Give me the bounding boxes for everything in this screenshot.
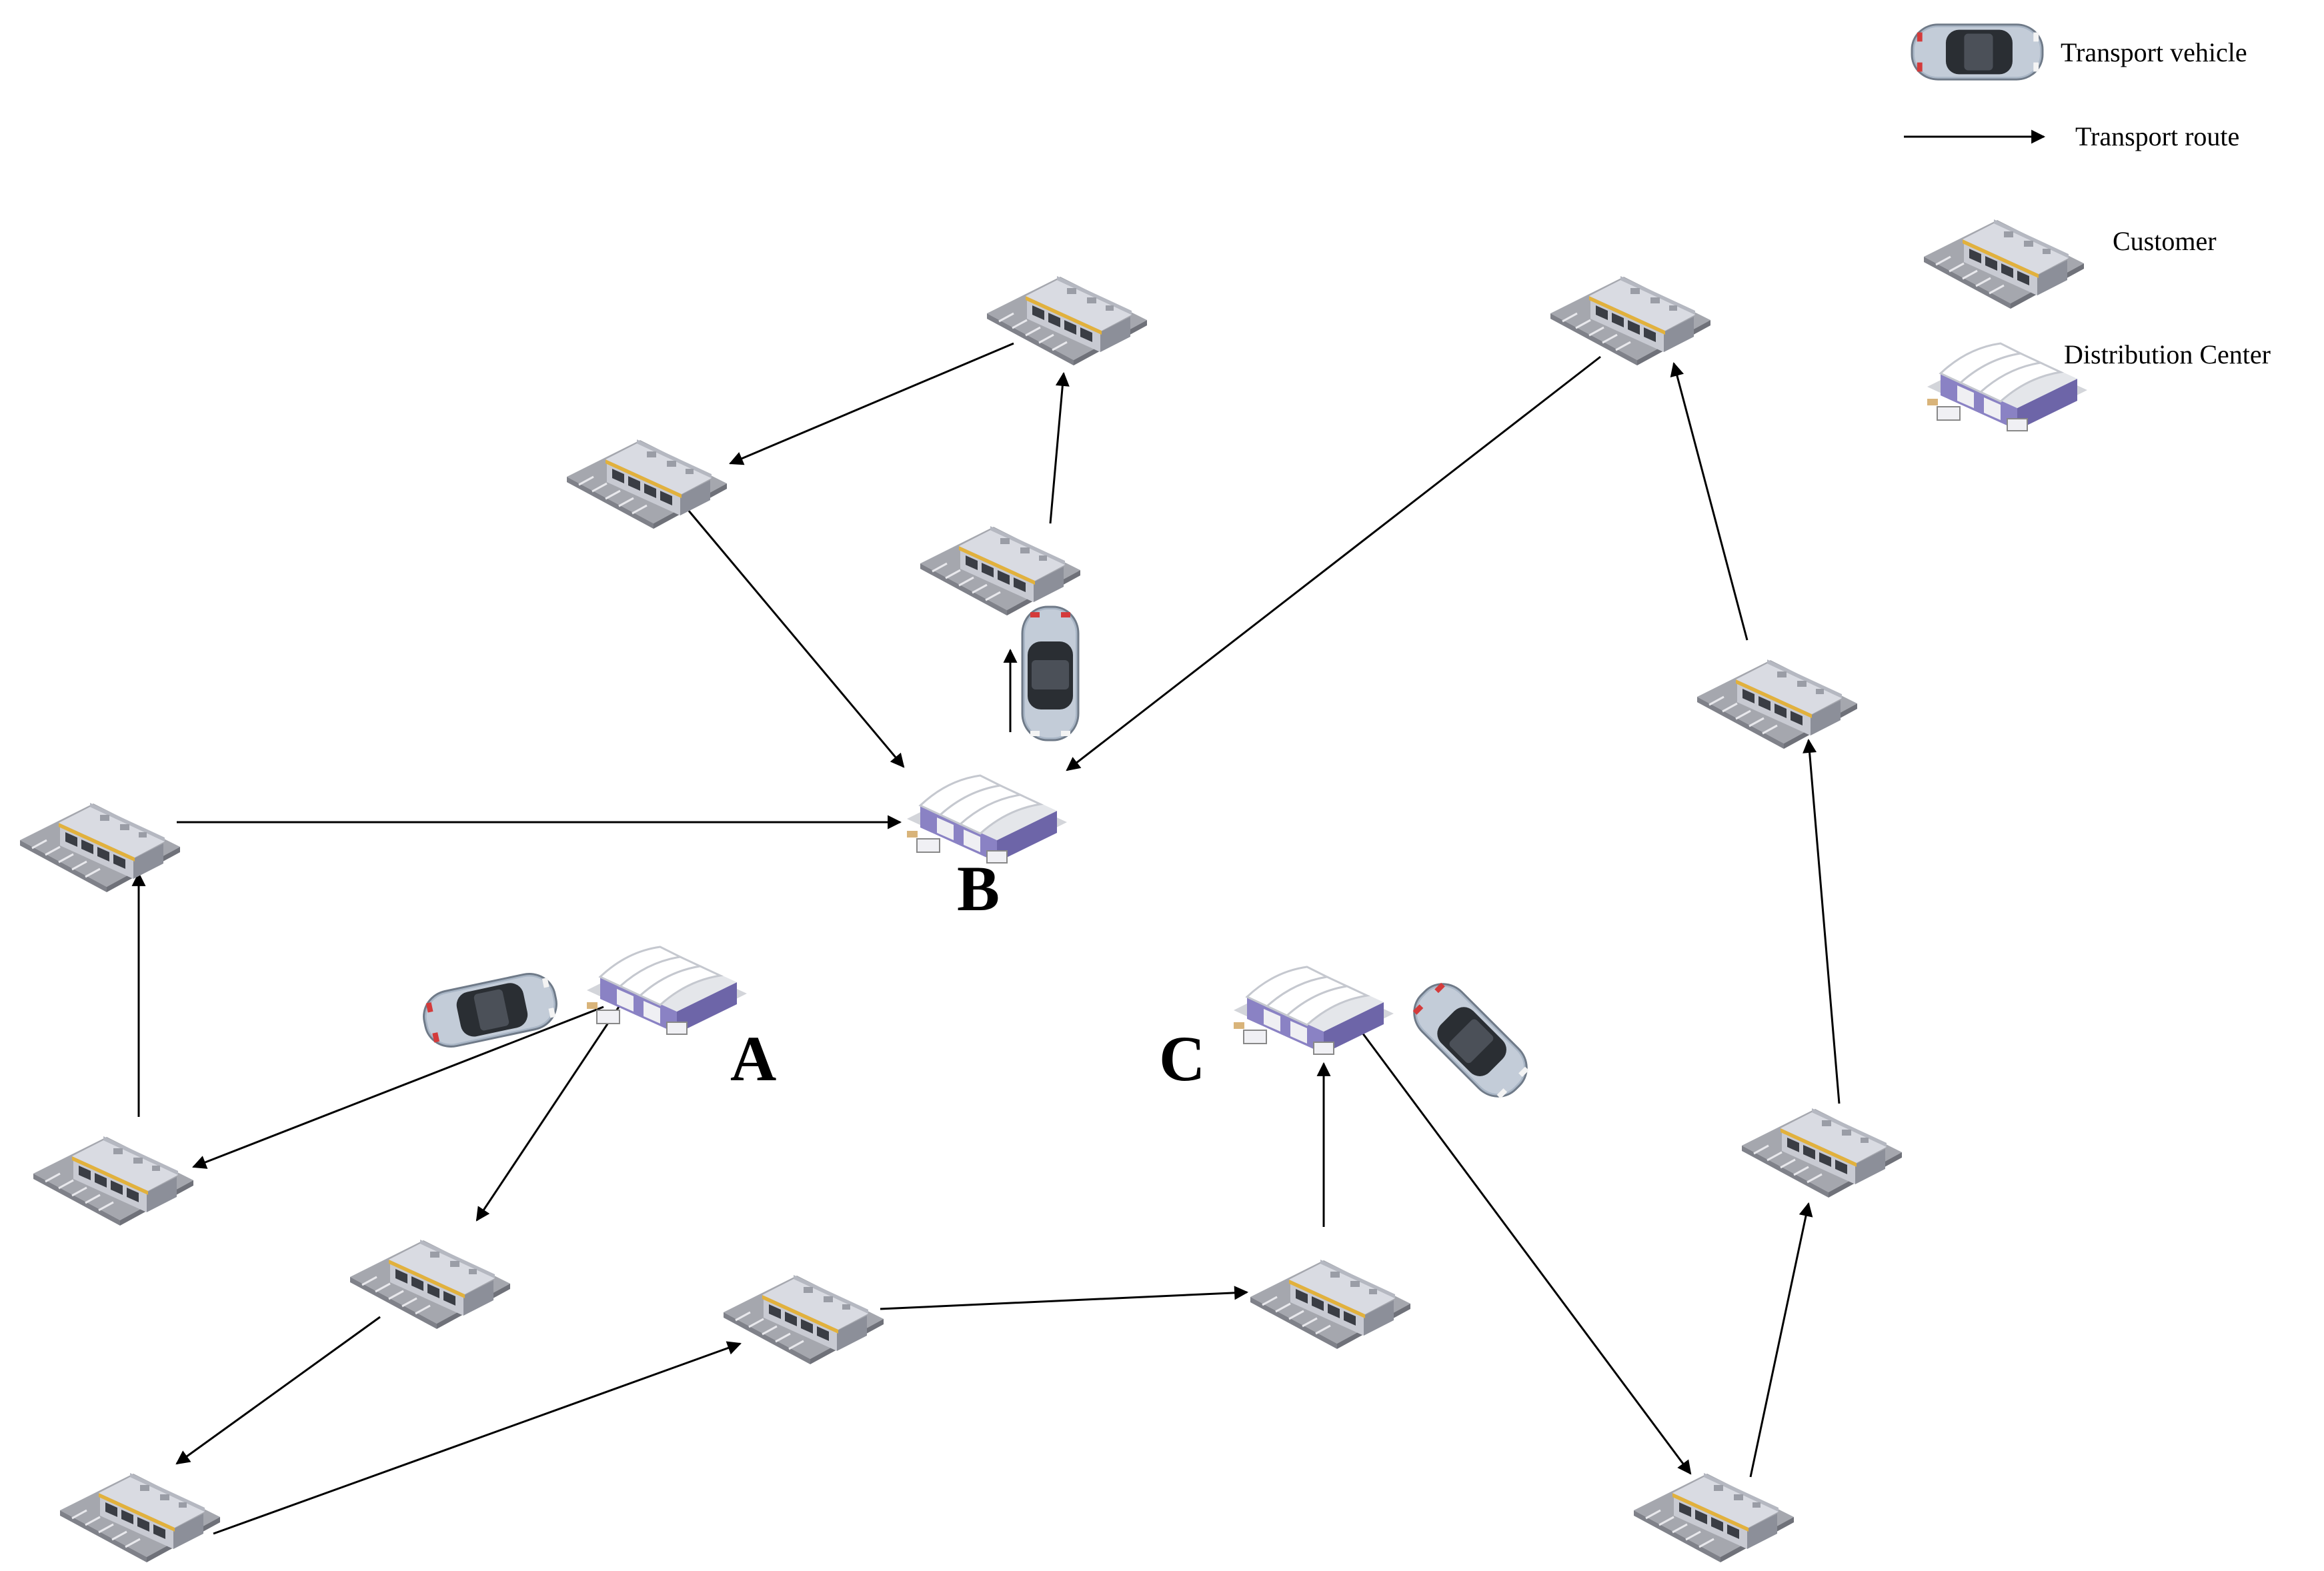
route-a-5	[880, 1286, 1249, 1310]
warehouse-icon	[1926, 342, 2089, 432]
customer-building-icon	[59, 1472, 221, 1564]
center-label-a: A	[730, 1023, 776, 1094]
route-b-3	[687, 509, 905, 768]
customer-building-icon	[1549, 275, 1712, 367]
route-c-5	[1670, 361, 1749, 641]
transport-routes	[131, 342, 1841, 1535]
route-a-1	[192, 1006, 604, 1169]
route-b-2	[1049, 371, 1070, 524]
route-c-3	[1749, 1202, 1813, 1478]
legend-customer-label: Customer	[2113, 226, 2217, 256]
customer-building-icon	[1249, 1258, 1412, 1350]
customer-building-icon	[565, 438, 728, 530]
customer-building-icon	[32, 1135, 195, 1227]
car-icon	[1021, 605, 1080, 741]
legend-center-label: Distribution Center	[2064, 339, 2271, 369]
customer-building-icon	[919, 525, 1082, 617]
route-a-4	[213, 1341, 742, 1535]
customer-building-icon	[349, 1238, 511, 1330]
route-a-2	[475, 1006, 620, 1222]
route-b-1	[729, 342, 1014, 465]
warehouse-icon	[586, 946, 748, 1036]
warehouse-icon	[906, 774, 1068, 864]
legend-route-label: Transport route	[2075, 121, 2239, 151]
legend: Transport vehicle Transport route Custom…	[1904, 23, 2271, 432]
route-a-3	[175, 1316, 381, 1465]
customer-building-icon	[1696, 658, 1859, 750]
customer-building-icon	[1632, 1472, 1795, 1564]
center-label-c: C	[1159, 1023, 1205, 1094]
car-icon	[1402, 972, 1538, 1108]
car-icon	[417, 968, 563, 1053]
customer-building-icon	[1740, 1107, 1903, 1199]
route-c-2	[1359, 1030, 1692, 1475]
center-label-b: B	[957, 853, 1000, 924]
customer-building-icon	[19, 802, 181, 894]
customer-building-icon	[722, 1274, 885, 1366]
customer-building-icon	[986, 275, 1148, 367]
customer-building-icon	[1923, 218, 2085, 310]
route-b-5	[1066, 355, 1601, 771]
legend-vehicle-label: Transport vehicle	[2061, 37, 2247, 67]
car-icon	[1911, 23, 2044, 81]
route-c-4	[1803, 738, 1841, 1104]
